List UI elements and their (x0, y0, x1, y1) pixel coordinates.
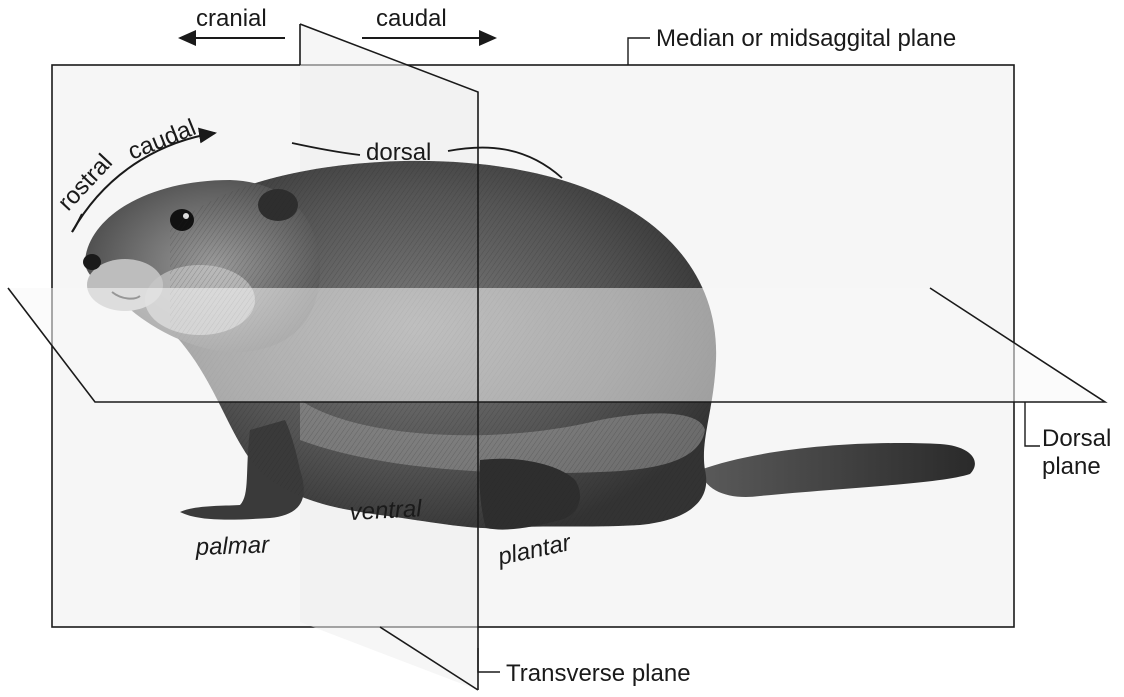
transverse-plane-label: Transverse plane (506, 660, 691, 687)
dorsal-plane (8, 288, 1105, 402)
ventral-label: ventral (349, 495, 423, 526)
transverse-plane-leader (478, 648, 500, 672)
dorsal-label: dorsal (366, 139, 431, 166)
median-plane-label: Median or midsaggital plane (656, 25, 956, 52)
palmar-label: palmar (194, 531, 270, 561)
caudal-top-label: caudal (376, 5, 447, 32)
dorsal-plane-label-line2: plane (1042, 453, 1101, 480)
groundhog-nose (83, 254, 101, 270)
dorsal-plane-leader (1025, 402, 1040, 446)
median-plane-leader (628, 38, 650, 65)
cranial-label: cranial (196, 5, 267, 32)
dorsal-plane-label-line1: Dorsal (1042, 425, 1111, 452)
